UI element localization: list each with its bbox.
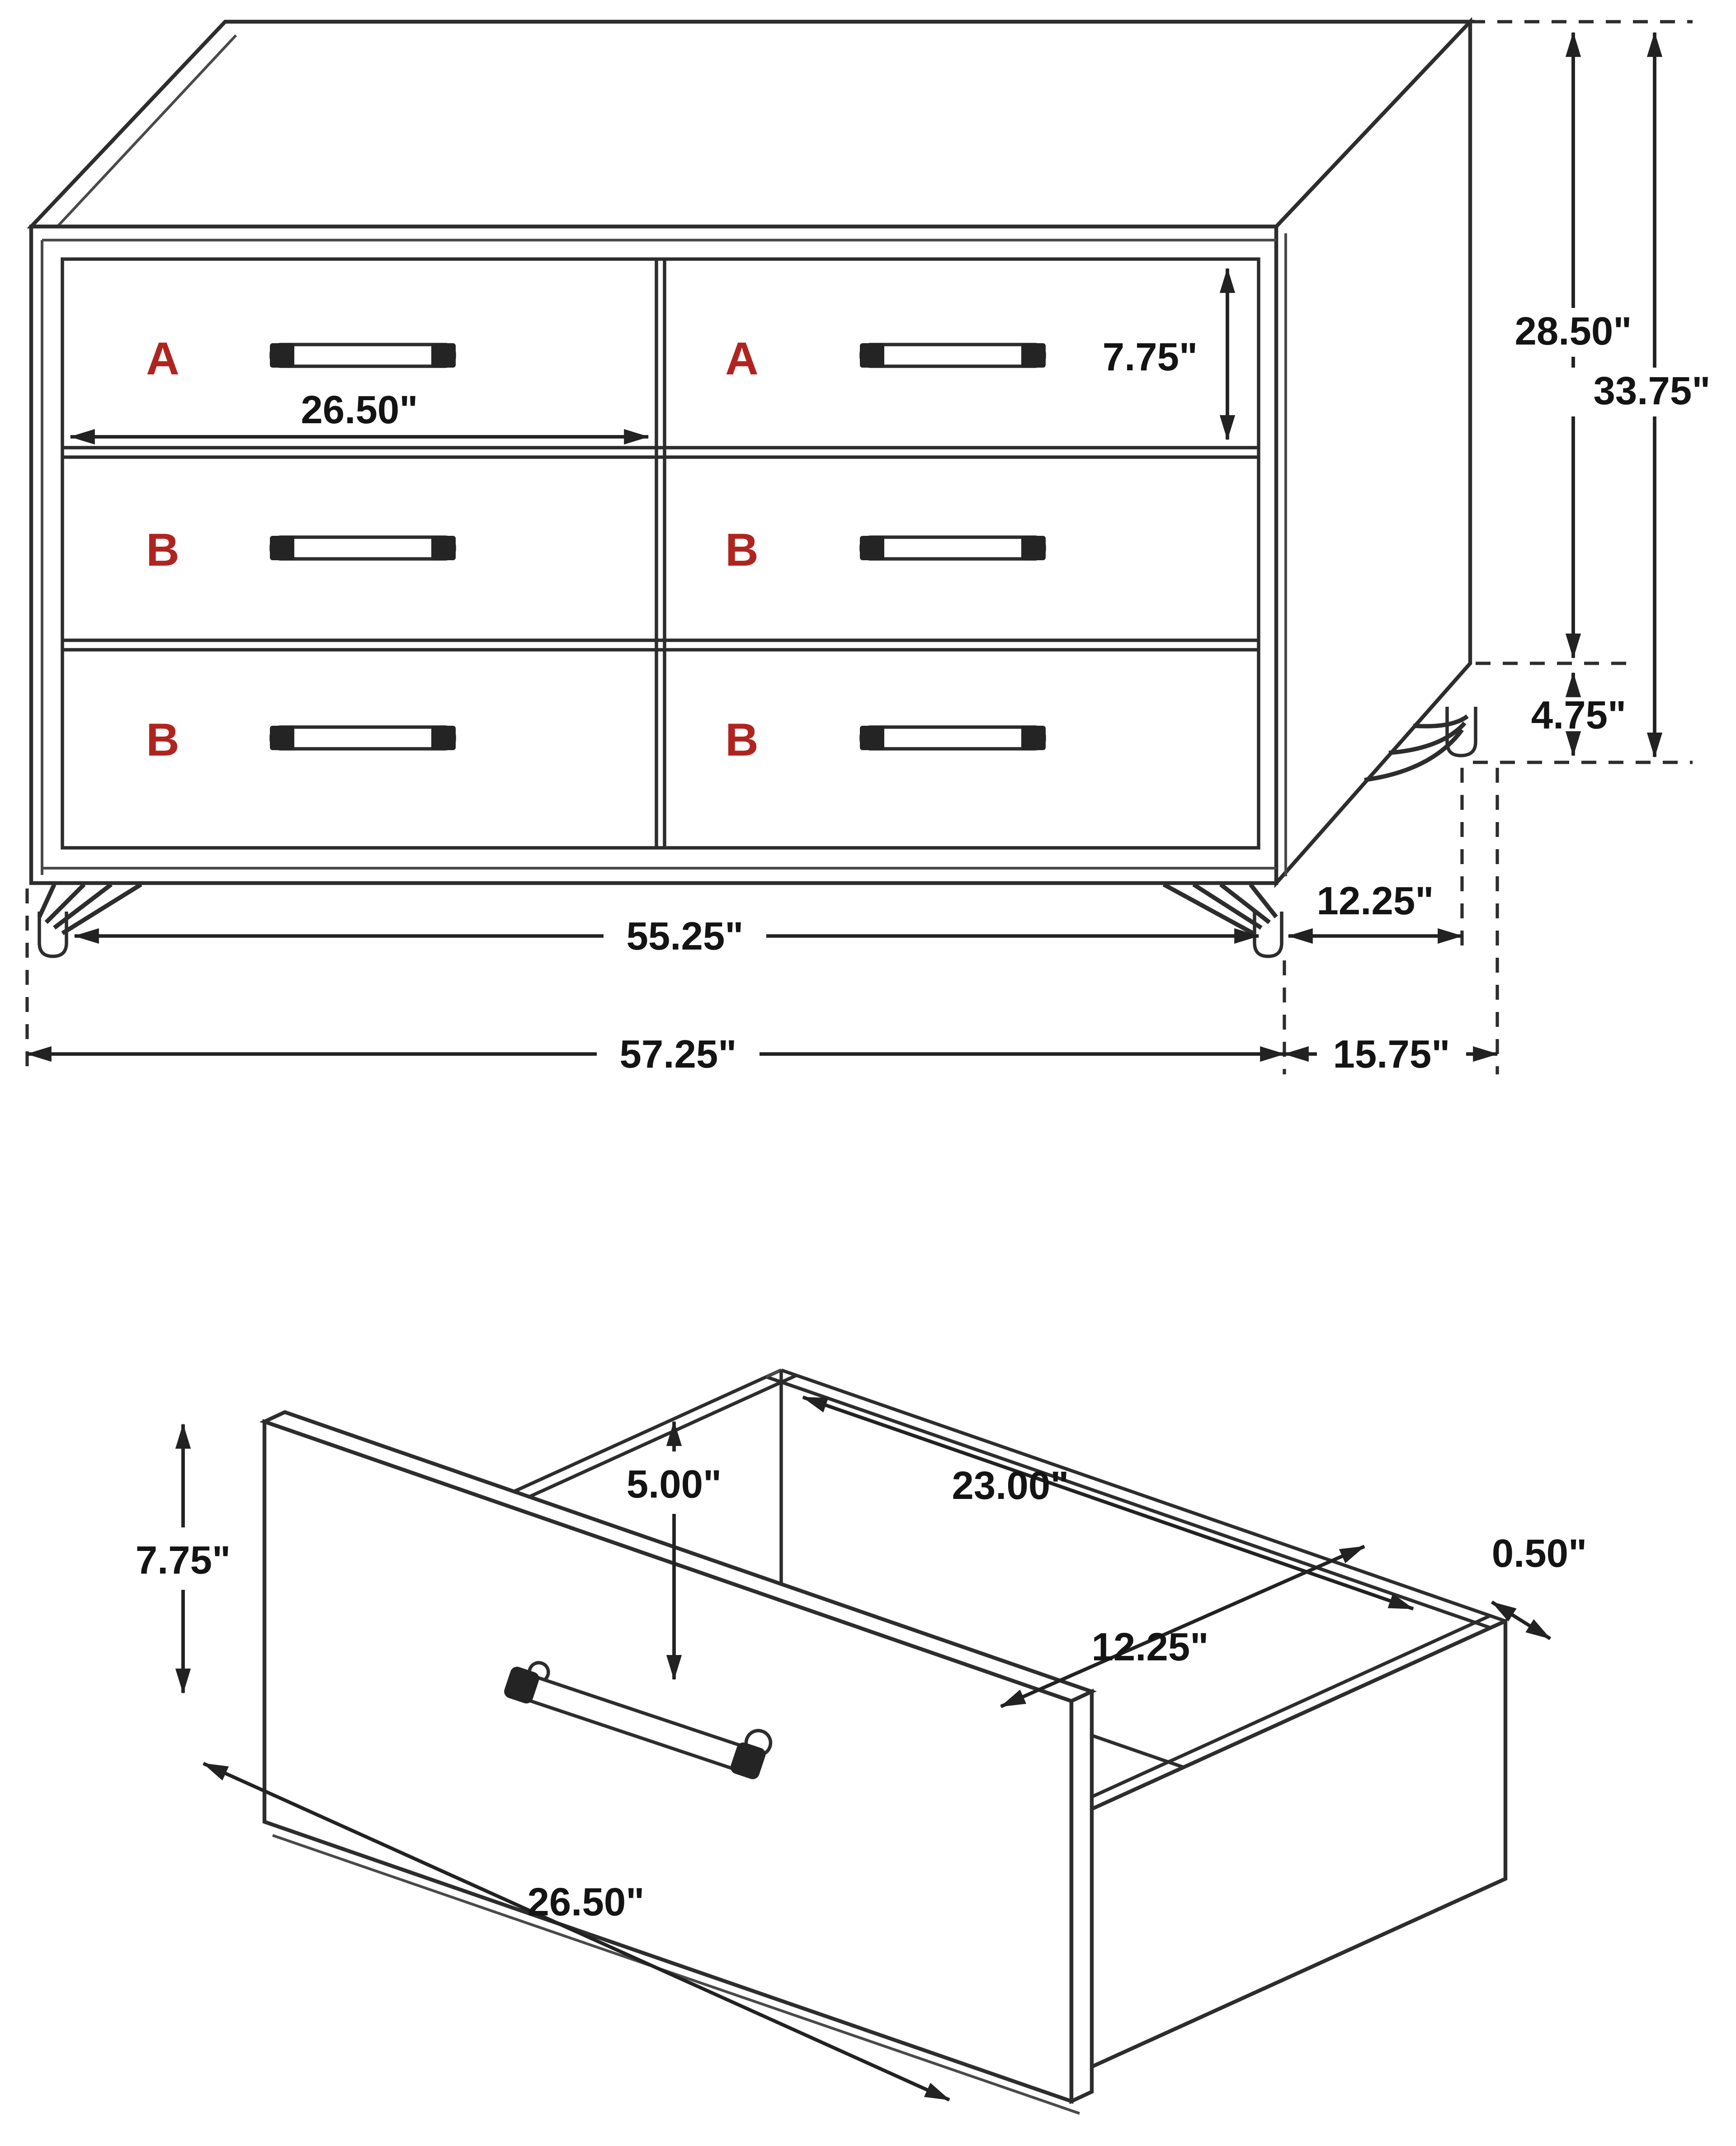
dim-interior-depth-line [1000,1545,1365,1708]
drawer-front-panel [259,1410,1097,2115]
handle-mid-left [270,536,456,560]
front-right-leg [1162,882,1283,958]
front-panel-face [262,1419,1074,2104]
dim-front-width-line [203,1762,950,2102]
front-left-foot [38,912,68,958]
right-wall-top-inner [1045,1614,1491,1820]
dim-leg-height-label: 4.75" [1531,693,1627,737]
dim-interior-width-line [802,1395,1414,1611]
drawer-label-b4: B [725,714,759,766]
dresser-carcass [27,17,1475,889]
handle-top-right [860,343,1046,368]
dim-drawer-height-label: 7.75" [1103,335,1198,379]
top-bevel-inner [43,34,237,241]
back-wall-top-outer [780,1368,1506,1623]
front-right-foot [1253,912,1283,958]
dim-interior-depth-label: 12.25" [1092,1625,1209,1669]
dim-thickness-label: 0.50" [1492,1532,1587,1575]
drawer-dimensions: 7.75" 5.00" 23.00" 12.25" 0.50" 26.50" [136,1395,1587,2102]
dim-feet-depth-label: 12.25" [1317,879,1434,923]
dim-interior-width-label: 23.00" [952,1464,1069,1508]
dim-side-height-label: 5.00" [627,1462,722,1506]
dresser-figure: A A B B B B [25,17,1736,1076]
dim-overall-depth-label: 15.75" [1333,1032,1450,1076]
dim-feet-width-label: 55.25" [627,914,744,958]
front-panel-end-strip [1069,1688,1094,2104]
handle-bot-right [860,726,1046,750]
dresser-top-face [27,19,1475,229]
handle-bot-left [270,726,456,750]
dim-thickness-line [1491,1600,1552,1640]
right-wall-outer-face [1058,1618,1508,2084]
dim-overall-height-label: 33.75" [1594,369,1711,413]
drawer-figure: 7.75" 5.00" 23.00" 12.25" 0.50" 26.50" [136,1368,1587,2115]
dresser-legs [37,707,1477,958]
handle-mid-right [860,536,1046,560]
dim-front-width-label: 26.50" [528,1880,645,1924]
rear-right-leg [1364,707,1477,782]
drawer-label-b2: B [725,524,759,576]
front-left-leg [37,882,142,958]
drawer-opening-frame [61,257,1260,850]
dresser-drawer-labels: A A B B B B [146,333,759,766]
dim-drawer-width-label: 26.50" [301,388,418,432]
drawer-label-a2: A [725,333,759,384]
dim-case-height-label: 28.50" [1515,309,1632,353]
dim-front-height-label: 7.75" [136,1538,231,1582]
handle-top-left [270,343,456,368]
handle-left-cap [504,1667,539,1704]
back-wall-top-inner [765,1375,1491,1630]
drawer-label-b1: B [146,524,179,576]
drawer-label-b3: B [146,714,179,766]
dresser-dimensions: 26.50" 7.75" 28.50" 33.75" 4.75" [25,20,1736,1076]
dresser-front-face [29,224,1278,885]
rear-right-foot [1445,707,1477,757]
dim-overall-width-label: 57.25" [620,1032,737,1076]
drawer-label-a1: A [146,333,179,384]
